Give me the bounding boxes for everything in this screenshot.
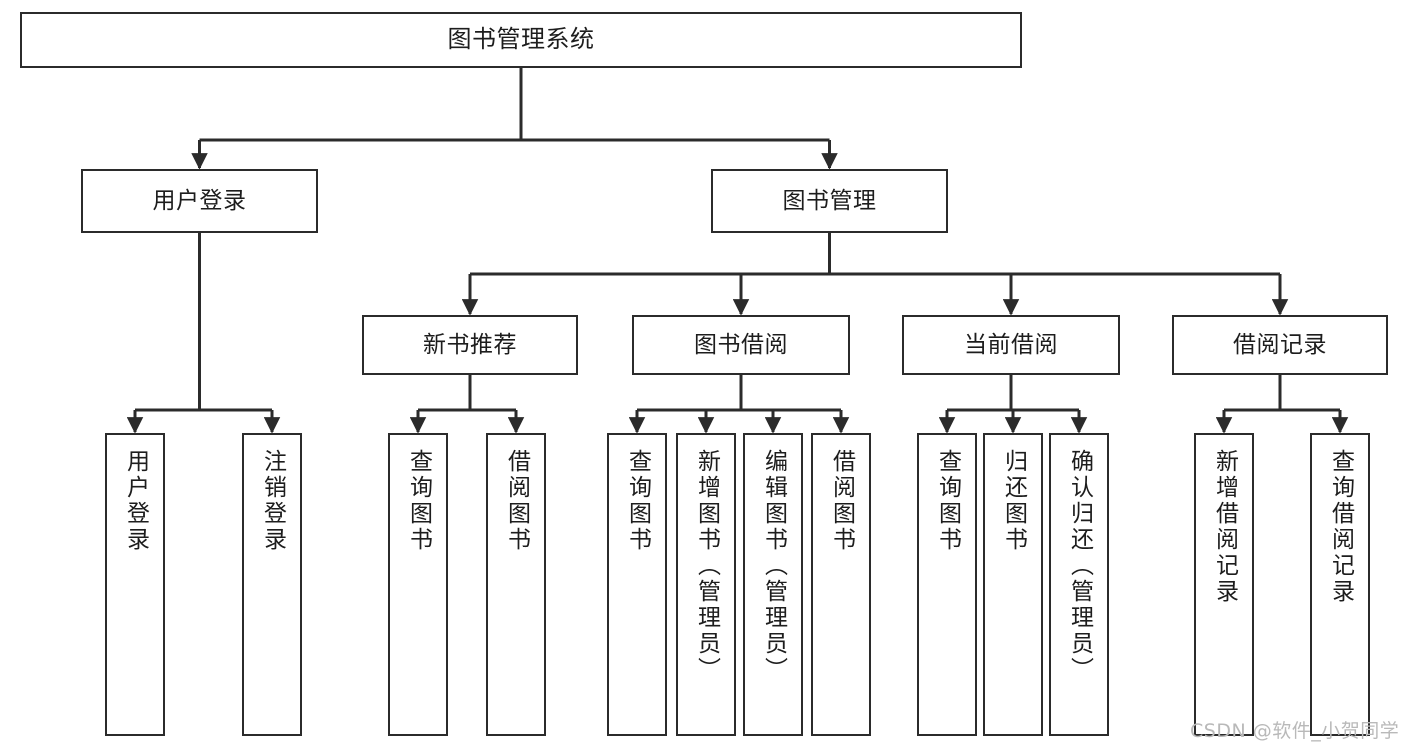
node-user-login[interactable]: 用户登录	[81, 169, 318, 233]
node-leaf-user-login-label: 用户登录	[122, 449, 149, 553]
watermark: CSDN @软件_小贺同学	[1190, 720, 1400, 742]
node-leaf-add-book[interactable]: 新增图书（管理员）	[676, 433, 736, 736]
node-root[interactable]: 图书管理系统	[20, 12, 1022, 68]
node-leaf-query-book-1[interactable]: 查询图书	[388, 433, 448, 736]
node-current-borrow[interactable]: 当前借阅	[902, 315, 1120, 375]
node-root-label: 图书管理系统	[447, 25, 595, 54]
node-leaf-query-book-2[interactable]: 查询图书	[607, 433, 667, 736]
node-leaf-edit-book-label: 编辑图书（管理员）	[760, 449, 787, 683]
node-book-manage-label: 图书管理	[782, 187, 877, 214]
node-leaf-logout-label: 注销登录	[259, 449, 286, 553]
node-new-book-rec[interactable]: 新书推荐	[362, 315, 578, 375]
node-leaf-query-record-label: 查询借阅记录	[1327, 449, 1354, 605]
node-leaf-query-book-1-label: 查询图书	[405, 449, 432, 553]
node-leaf-return-book[interactable]: 归还图书	[983, 433, 1043, 736]
node-current-borrow-label: 当前借阅	[964, 331, 1058, 358]
node-leaf-borrow-book-2[interactable]: 借阅图书	[811, 433, 871, 736]
node-book-borrow-label: 图书借阅	[694, 331, 788, 358]
node-leaf-logout[interactable]: 注销登录	[242, 433, 302, 736]
node-leaf-borrow-book-1[interactable]: 借阅图书	[486, 433, 546, 736]
node-leaf-borrow-book-1-label: 借阅图书	[503, 449, 530, 553]
node-leaf-add-record-label: 新增借阅记录	[1211, 449, 1238, 605]
node-leaf-return-book-label: 归还图书	[1000, 449, 1027, 553]
node-leaf-edit-book[interactable]: 编辑图书（管理员）	[743, 433, 803, 736]
node-leaf-query-book-3-label: 查询图书	[934, 449, 961, 553]
node-leaf-add-book-label: 新增图书（管理员）	[693, 449, 720, 683]
node-leaf-query-book-2-label: 查询图书	[624, 449, 651, 553]
node-leaf-user-login[interactable]: 用户登录	[105, 433, 165, 736]
node-borrow-record-label: 借阅记录	[1233, 331, 1327, 358]
node-leaf-confirm-return[interactable]: 确认归还（管理员）	[1049, 433, 1109, 736]
node-leaf-add-record[interactable]: 新增借阅记录	[1194, 433, 1254, 736]
node-leaf-borrow-book-2-label: 借阅图书	[828, 449, 855, 553]
node-borrow-record[interactable]: 借阅记录	[1172, 315, 1388, 375]
node-book-borrow[interactable]: 图书借阅	[632, 315, 850, 375]
node-new-book-rec-label: 新书推荐	[423, 331, 517, 358]
node-leaf-query-record[interactable]: 查询借阅记录	[1310, 433, 1370, 736]
node-book-manage[interactable]: 图书管理	[711, 169, 948, 233]
node-leaf-query-book-3[interactable]: 查询图书	[917, 433, 977, 736]
node-user-login-label: 用户登录	[152, 187, 247, 214]
node-leaf-confirm-return-label: 确认归还（管理员）	[1066, 449, 1093, 683]
